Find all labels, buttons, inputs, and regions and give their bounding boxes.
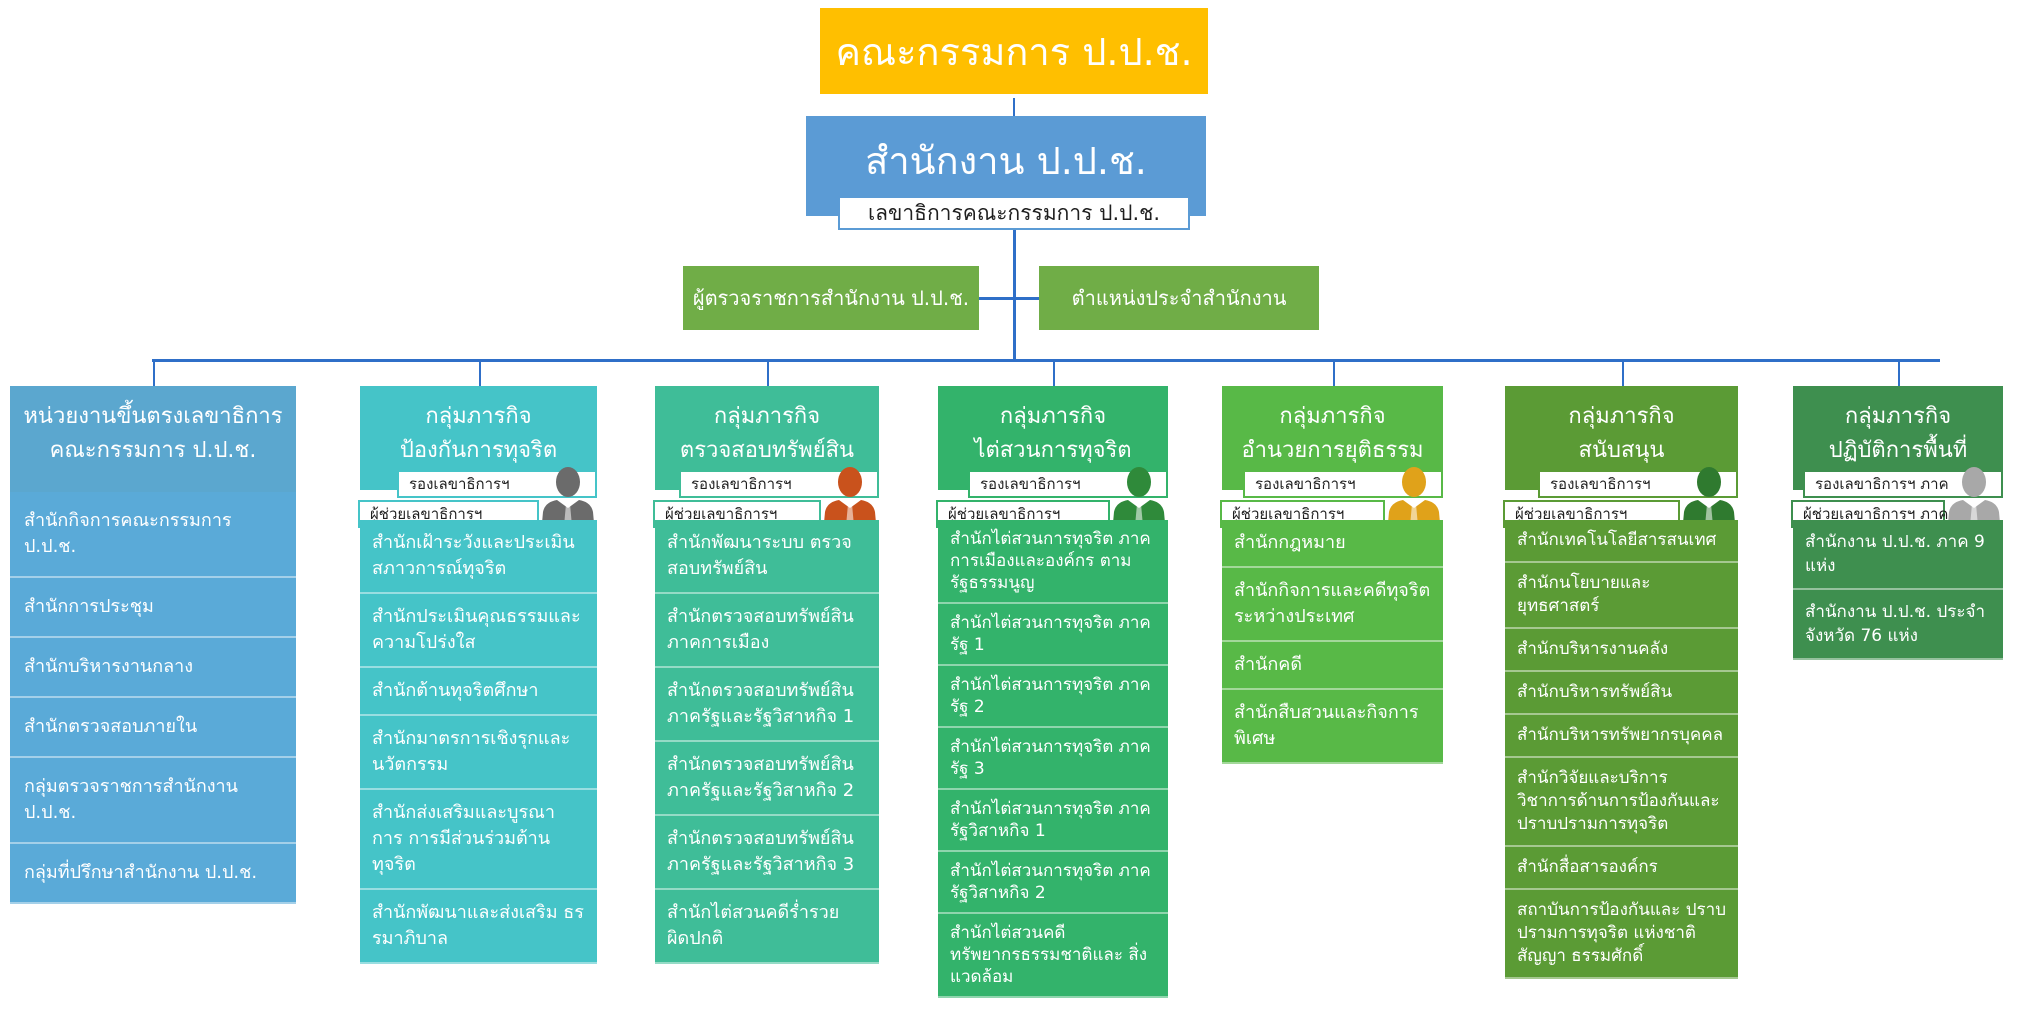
unit-item: สำนักสื่อสารองค์กร — [1505, 847, 1738, 890]
secretary-general-label: เลขาธิการคณะกรรมการ ป.ป.ช. — [838, 196, 1190, 230]
unit-list: สำนักเฝ้าระวังและประเมิน สภาวการณ์ทุจริต… — [360, 520, 597, 964]
connector-drop — [1621, 360, 1624, 386]
column-title-line: ไต่สวนการทุจริต — [974, 438, 1132, 463]
connector-drop — [478, 360, 481, 386]
unit-item: สำนักนโยบายและ ยุทธศาสตร์ — [1505, 563, 1738, 629]
unit-item: สำนักไต่สวนการทุจริต ภาครัฐ 2 — [938, 666, 1168, 728]
connector-drop — [1332, 360, 1335, 386]
unit-item: สำนักเทคโนโลยีสารสนเทศ — [1505, 520, 1738, 563]
column-title-line: อำนวยการยุติธรรม — [1241, 438, 1424, 463]
column-4: กลุ่มภารกิจไต่สวนการทุจริตรองเลขาธิการฯผ… — [936, 386, 1168, 998]
committee-title: คณะกรรมการ ป.ป.ช. — [835, 29, 1193, 74]
unit-item: สำนักส่งเสริมและบูรณาการ การมีส่วนร่วมต้… — [360, 790, 597, 890]
inspector-box: ผู้ตรวจราชการสำนักงาน ป.ป.ช. — [683, 266, 979, 330]
committee-box: คณะกรรมการ ป.ป.ช. — [820, 8, 1208, 94]
column-title-line: กลุ่มภารกิจ — [1279, 404, 1386, 429]
unit-item: สำนักการประชุม — [10, 578, 296, 638]
connector-mid-horizontal — [979, 297, 1039, 300]
column-title-line: กลุ่มภารกิจ — [1568, 404, 1675, 429]
unit-list: สำนักพัฒนาระบบ ตรวจสอบทรัพย์สินสำนักตรวจ… — [655, 520, 879, 964]
unit-item: สำนักบริหารงานคลัง — [1505, 629, 1738, 672]
column-title-line: กลุ่มภารกิจ — [713, 404, 821, 429]
unit-item: สำนักงาน ป.ป.ช. ภาค 9 แห่ง — [1793, 520, 2003, 590]
unit-item: สำนักไต่สวนการทุจริต ภาครัฐวิสาหกิจ 1 — [938, 790, 1168, 852]
unit-list: สำนักกฎหมายสำนักกิจการและคดีทุจริต ระหว่… — [1222, 520, 1443, 764]
column-title-line: กลุ่มภารกิจ — [425, 404, 532, 429]
column-header: หน่วยงานขึ้นตรงเลขาธิการคณะกรรมการ ป.ป.ช… — [10, 386, 296, 492]
connector-top — [1013, 98, 1015, 116]
column-title-line: ตรวจสอบทรัพย์สิน — [679, 438, 855, 463]
unit-item: สำนักบริหารทรัพยากรบุคคล — [1505, 715, 1738, 758]
unit-item: สำนักไต่สวนคดี ทรัพยากรธรรมชาติและ สิ่งแ… — [938, 914, 1168, 998]
unit-item: สำนักพัฒนาและส่งเสริม ธรรมาภิบาล — [360, 890, 597, 964]
connector-drop — [1053, 360, 1055, 386]
unit-item: สำนักกิจการและคดีทุจริต ระหว่างประเทศ — [1222, 568, 1443, 642]
unit-item: สำนักเฝ้าระวังและประเมิน สภาวการณ์ทุจริต — [360, 520, 597, 594]
connector-trunk — [1013, 230, 1016, 360]
unit-list: สำนักกิจการคณะกรรมการ ป.ป.ช.สำนักการประช… — [10, 492, 296, 904]
unit-list: สำนักเทคโนโลยีสารสนเทศสำนักนโยบายและ ยุท… — [1505, 520, 1738, 979]
unit-item: สำนักไต่สวนการทุจริต ภาครัฐ 1 — [938, 604, 1168, 666]
unit-item: กลุ่มตรวจราชการสำนักงาน ป.ป.ช. — [10, 758, 296, 844]
column-title-line: กลุ่มภารกิจ — [999, 404, 1107, 429]
connector-drop — [1898, 360, 1900, 386]
unit-list: สำนักงาน ป.ป.ช. ภาค 9 แห่งสำนักงาน ป.ป.ช… — [1793, 520, 2003, 660]
office-title: สำนักงาน ป.ป.ช. — [865, 139, 1147, 183]
unit-list: สำนักไต่สวนการทุจริต ภาคการเมืองและองค์ก… — [938, 520, 1168, 998]
column-title-line: ป้องกันการทุจริต — [399, 438, 558, 463]
unit-item: สำนักบริหารงานกลาง — [10, 638, 296, 698]
unit-item: สำนักตรวจสอบภายใน — [10, 698, 296, 758]
column-6: กลุ่มภารกิจสนับสนุนรองเลขาธิการฯผู้ช่วยเ… — [1503, 386, 1738, 979]
unit-item: สำนักวิจัยและบริการ วิชาการด้านการป้องกั… — [1505, 758, 1738, 847]
unit-item: สำนักไต่สวนการทุจริต ภาครัฐ 3 — [938, 728, 1168, 790]
column-title-line: หน่วยงานขึ้นตรงเลขาธิการ — [23, 404, 283, 429]
column-title-line: คณะกรรมการ ป.ป.ช. — [49, 438, 257, 463]
unit-item: สำนักกิจการคณะกรรมการ ป.ป.ช. — [10, 492, 296, 578]
unit-item: สำนักตรวจสอบทรัพย์สิน ภาครัฐและรัฐวิสาหก… — [655, 742, 879, 816]
column-5: กลุ่มภารกิจอำนวยการยุติธรรมรองเลขาธิการฯ… — [1220, 386, 1443, 764]
unit-item: สำนักไต่สวนการทุจริต ภาคการเมืองและองค์ก… — [938, 520, 1168, 604]
unit-item: สำนักตรวจสอบทรัพย์สิน ภาครัฐและรัฐวิสาหก… — [655, 816, 879, 890]
unit-item: สำนักสืบสวนและกิจการ พิเศษ — [1222, 690, 1443, 764]
column-header: กลุ่มภารกิจป้องกันการทุจริต — [360, 386, 597, 490]
unit-item: สำนักกฎหมาย — [1222, 520, 1443, 568]
unit-item: สถาบันการป้องกันและ ปราบปรามการทุจริต แห… — [1505, 890, 1738, 979]
positions-box: ตำแหน่งประจำสำนักงาน — [1039, 266, 1319, 330]
connector-drop — [153, 360, 155, 386]
unit-item: สำนักไต่สวนการทุจริต ภาครัฐวิสาหกิจ 2 — [938, 852, 1168, 914]
column-title-line: สนับสนุน — [1578, 438, 1665, 463]
column-7: กลุ่มภารกิจปฏิบัติการพื้นที่รองเลขาธิการ… — [1791, 386, 2003, 660]
unit-item: สำนักตรวจสอบทรัพย์สิน ภาครัฐและรัฐวิสาหก… — [655, 668, 879, 742]
unit-item: สำนักคดี — [1222, 642, 1443, 690]
column-title-line: ปฏิบัติการพื้นที่ — [1828, 438, 1968, 463]
unit-item: สำนักต้านทุจริตศึกษา — [360, 668, 597, 716]
connector-main-horizontal — [152, 359, 1940, 362]
unit-item: สำนักงาน ป.ป.ช. ประจำจังหวัด 76 แห่ง — [1793, 590, 2003, 660]
column-title-line: กลุ่มภารกิจ — [1844, 404, 1952, 429]
unit-item: กลุ่มที่ปรึกษาสำนักงาน ป.ป.ช. — [10, 844, 296, 904]
column-2: กลุ่มภารกิจป้องกันการทุจริตรองเลขาธิการฯ… — [358, 386, 597, 964]
connector-drop — [767, 360, 769, 386]
unit-item: สำนักไต่สวนคดีร่ำรวย ผิดปกติ — [655, 890, 879, 964]
unit-item: สำนักพัฒนาระบบ ตรวจสอบทรัพย์สิน — [655, 520, 879, 594]
unit-item: สำนักบริหารทรัพย์สิน — [1505, 672, 1738, 715]
column-1: หน่วยงานขึ้นตรงเลขาธิการคณะกรรมการ ป.ป.ช… — [10, 386, 296, 904]
unit-item: สำนักมาตรการเชิงรุกและ นวัตกรรม — [360, 716, 597, 790]
column-3: กลุ่มภารกิจตรวจสอบทรัพย์สินรองเลขาธิการฯ… — [653, 386, 879, 964]
unit-item: สำนักตรวจสอบทรัพย์สิน ภาคการเมือง — [655, 594, 879, 668]
unit-item: สำนักประเมินคุณธรรมและ ความโปร่งใส — [360, 594, 597, 668]
